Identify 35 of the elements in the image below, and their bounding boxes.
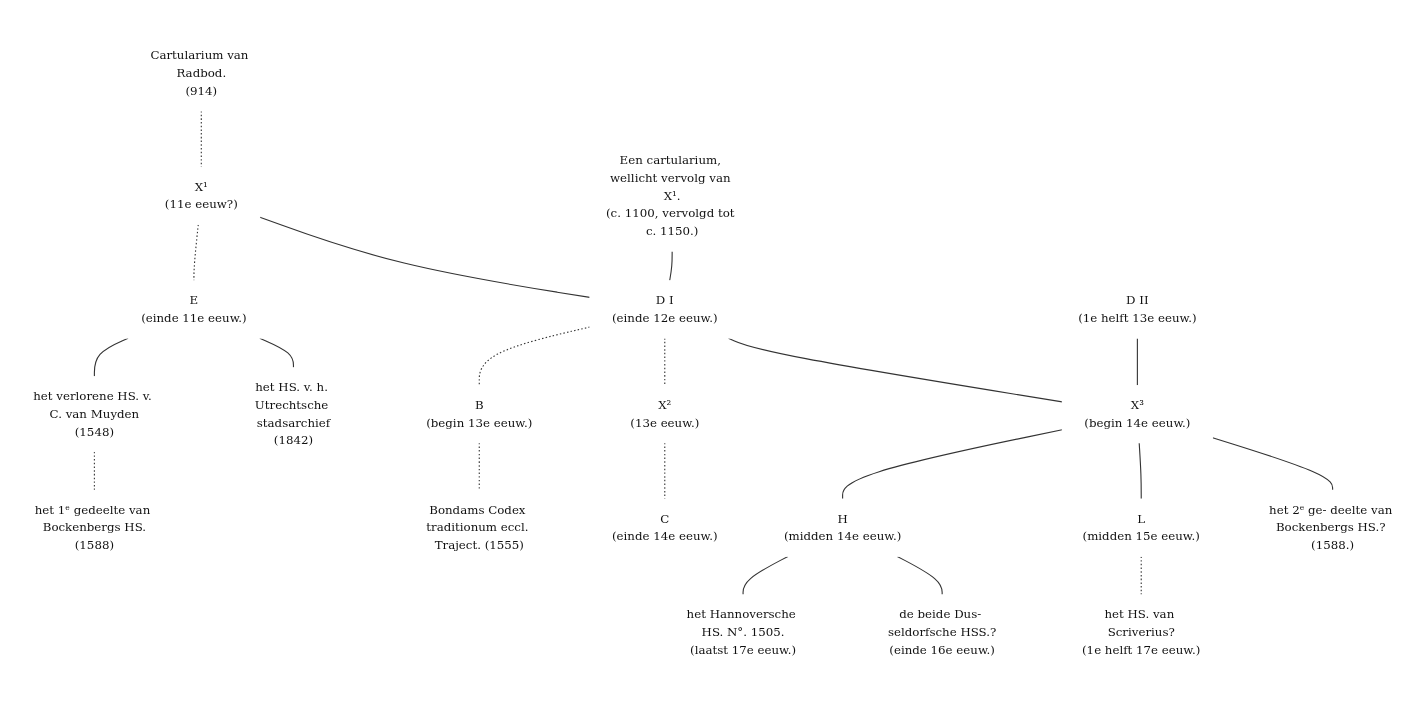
node-text: L (midden 15e eeuw.) — [1082, 511, 1200, 543]
node-text: het verlorene HS. v. C. van Muyden (1548) — [33, 388, 152, 439]
connector — [1136, 337, 1138, 386]
node-text: D II (1e helft 13e eeuw.) — [1078, 292, 1197, 325]
node-text: het HS. v. h. Utrechtsche stadsarchief (1842) — [254, 379, 331, 447]
connector — [1212, 436, 1334, 491]
node-text: B (begin 13e eeuw.) — [426, 397, 533, 430]
connector — [259, 216, 591, 298]
connector — [842, 428, 1063, 500]
node-text: Bondams Codex traditionum eccl. Traject. (1555) — [426, 502, 529, 552]
node-text: Een cartularium, wellicht vervolg van X¹. (c. 1100, vervolgd tot c. 1150.) — [606, 152, 735, 238]
node-text: het Hannoversche HS. N°. 1505. (laatst 17e eeuw.) — [686, 606, 797, 657]
node-text: D I (einde 12e eeuw.) — [611, 292, 718, 325]
node-text: X³ (begin 14e eeuw.) — [1084, 397, 1191, 430]
node-text: Cartularium van Radbod. (914) — [150, 47, 249, 98]
connector — [1138, 441, 1142, 500]
connector — [896, 555, 943, 595]
node-text: het 1ᵉ gedeelte van Bockenbergs HS. (1588) — [34, 502, 151, 552]
connector — [669, 250, 673, 281]
node-text: het 2ᵉ ge- deelte van Bockenbergs HS.? (1588.) — [1269, 502, 1393, 552]
connector — [664, 337, 666, 386]
connector — [742, 555, 789, 595]
node-text: H (midden 14e eeuw.) — [783, 511, 902, 543]
node-text: de beide Dus- seldorfsche HSS.? (einde 16e eeuw.) — [887, 606, 997, 657]
connector — [193, 223, 199, 281]
connector — [478, 441, 480, 491]
connector — [93, 337, 129, 377]
connector — [727, 337, 1063, 402]
node-text: het HS. van Scriverius? (1e helft 17e eeuw.) — [1082, 606, 1201, 657]
connector — [1140, 555, 1142, 595]
connector — [259, 337, 294, 368]
node-text: X² (13e eeuw.) — [630, 397, 700, 430]
node-text: E (einde 11e eeuw.) — [141, 292, 247, 325]
node-text: C (einde 14e eeuw.) — [611, 511, 718, 543]
node-text: X¹ (11e eeuw?) — [164, 179, 238, 211]
